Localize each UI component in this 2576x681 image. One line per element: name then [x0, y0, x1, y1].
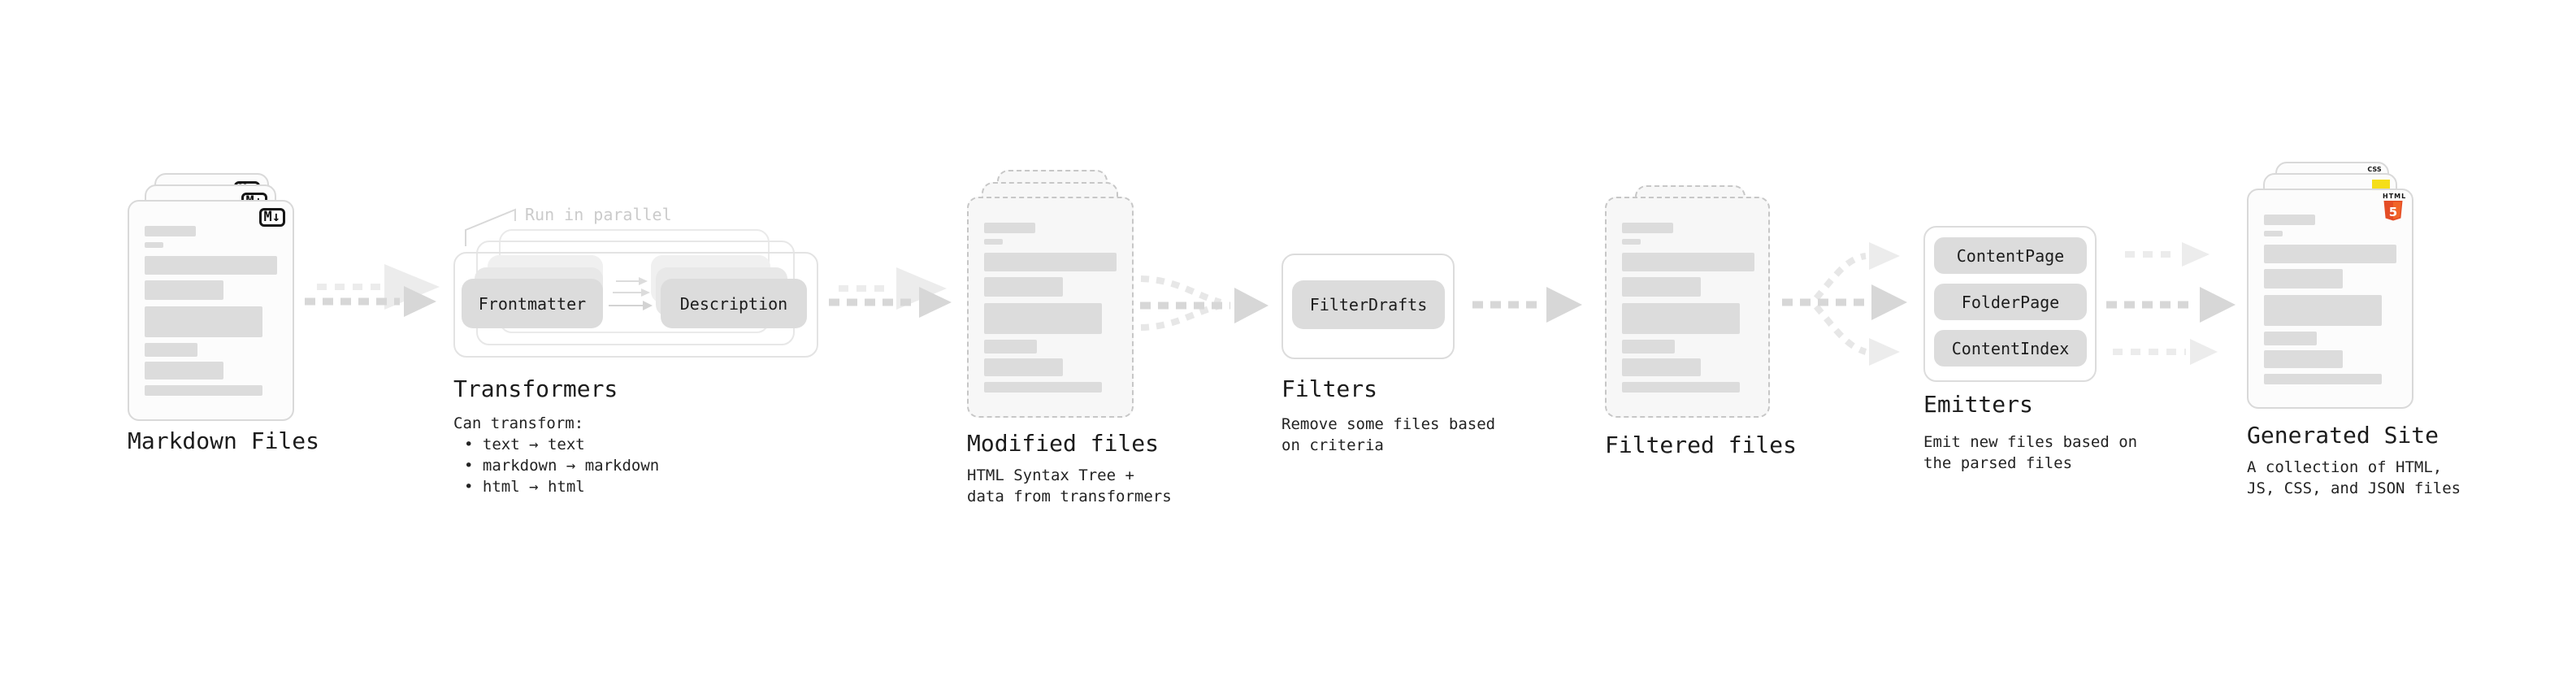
content-bar: [984, 253, 1117, 271]
content-bar: [2264, 332, 2317, 345]
html5-icon: HTML 5: [2383, 193, 2407, 221]
modified-files-caption: HTML Syntax Tree + data from transformer…: [967, 466, 1172, 505]
emitters-caption: Emit new files based on the parsed files: [1923, 433, 2138, 472]
content-bar: [2264, 295, 2382, 326]
content-bar: [145, 226, 196, 236]
modified-file-card-front: [967, 197, 1134, 418]
stage-label-filters: Filters: [1281, 375, 1378, 402]
content-bar: [145, 306, 262, 337]
stage-label-filtered-files: Filtered files: [1605, 432, 1798, 458]
pill-contentpage: ContentPage: [1934, 237, 2087, 274]
transformers-caption: Can transform: • text → text • markdown …: [453, 414, 660, 496]
pill-frontmatter: Frontmatter: [462, 279, 603, 328]
content-bar: [145, 280, 223, 300]
content-bar: [145, 256, 277, 275]
stage-label-markdown-files: Markdown Files: [128, 427, 320, 454]
content-bar: [984, 303, 1102, 334]
pill-contentindex: ContentIndex: [1934, 330, 2087, 367]
filtered-file-card-front: [1605, 197, 1770, 418]
generated-site-caption: A collection of HTML, JS, CSS, and JSON …: [2247, 458, 2461, 497]
content-bar: [2264, 350, 2343, 368]
filters-caption: Remove some files based on criteria: [1281, 415, 1496, 454]
content-bar: [984, 239, 1003, 245]
svg-text:5: 5: [2389, 205, 2397, 219]
stage-label-transformers: Transformers: [453, 375, 618, 402]
markdown-file-card-front: M↓: [128, 200, 294, 421]
content-bar: [984, 340, 1037, 354]
arrow-filtered-to-emitters: [1782, 242, 1907, 366]
content-bar: [2264, 269, 2343, 288]
content-bar: [984, 358, 1063, 376]
content-bar: [145, 362, 223, 380]
stage-label-emitters: Emitters: [1923, 391, 2033, 418]
pill-filterdrafts: FilterDrafts: [1292, 280, 1445, 329]
arrow-emitters-to-generated: [2106, 242, 2236, 365]
content-bar: [1622, 303, 1740, 334]
markdown-icon: M↓: [258, 208, 285, 227]
content-bar: [1622, 223, 1673, 233]
arrow-modified-to-filters: [1140, 275, 1268, 331]
stage-label-generated-site: Generated Site: [2247, 422, 2439, 449]
content-bar: [1622, 340, 1675, 354]
arrow-markdown-to-transformers: [305, 264, 440, 317]
run-in-parallel-callout-line: [465, 208, 516, 246]
arrow-filters-to-filtered: [1472, 287, 1582, 323]
content-bar: [145, 385, 262, 396]
pill-description: Description: [661, 279, 807, 328]
generated-file-card-html: HTML 5: [2247, 189, 2413, 409]
arrow-frontmatter-to-description: [609, 277, 653, 310]
javascript-icon: [2372, 180, 2390, 190]
content-bar: [2264, 231, 2283, 236]
content-bar: [145, 242, 163, 248]
stage-label-modified-files: Modified files: [967, 430, 1160, 457]
arrow-transformers-to-modified: [829, 267, 952, 318]
run-in-parallel-annotation: Run in parallel: [525, 205, 672, 224]
content-bar: [1622, 382, 1740, 393]
content-bar: [2264, 374, 2382, 384]
transformer-container-front: [453, 252, 818, 358]
content-bar: [1622, 239, 1641, 245]
content-bar: [1622, 253, 1754, 271]
content-bar: [2264, 215, 2315, 225]
pill-folderpage: FolderPage: [1934, 284, 2087, 320]
content-bar: [984, 277, 1063, 297]
content-bar: [145, 343, 197, 357]
content-bar: [1622, 358, 1701, 376]
content-bar: [2264, 245, 2396, 263]
content-bar: [984, 223, 1035, 233]
content-bar: [984, 382, 1102, 393]
content-bar: [1622, 277, 1701, 297]
